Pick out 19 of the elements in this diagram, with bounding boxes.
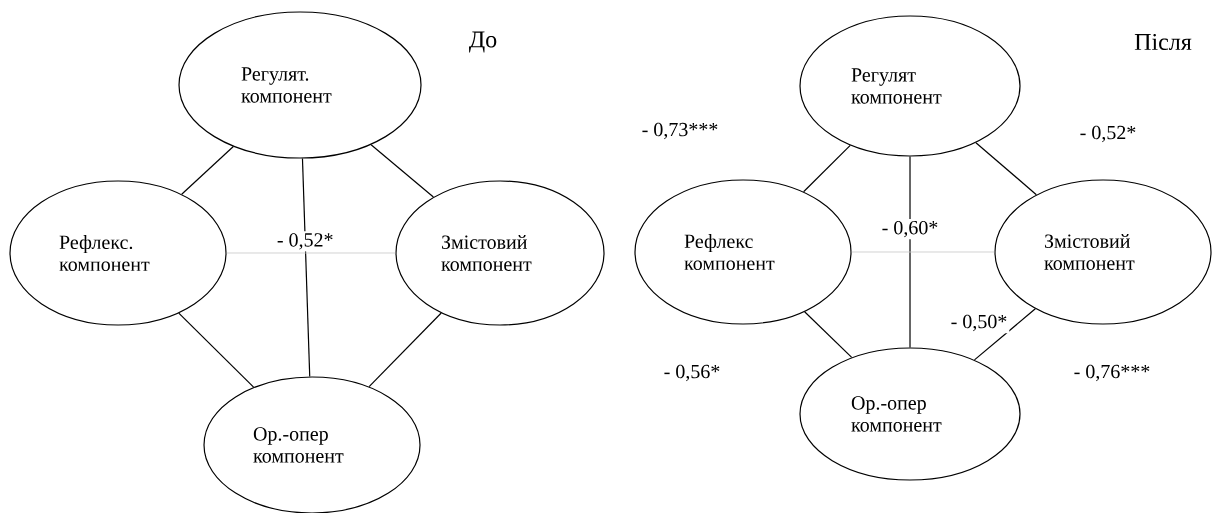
correlation-value: - 0,56*	[661, 362, 723, 384]
heading: До	[466, 29, 500, 55]
edge-label: - 0,60*	[879, 218, 941, 240]
connector-line	[975, 142, 1037, 196]
connector-line	[368, 312, 442, 388]
connector-line	[803, 144, 851, 193]
connector-line	[178, 312, 255, 388]
connector-line	[973, 308, 1036, 361]
connector-line	[181, 145, 234, 195]
edge-label: - 0,52*	[274, 231, 336, 252]
correlation-value: - 0,52*	[1077, 123, 1139, 145]
correlation-value: - 0,73***	[639, 120, 721, 142]
connector-line	[909, 156, 911, 348]
connector-line	[301, 158, 311, 377]
correlation-value: - 0,76***	[1071, 362, 1153, 384]
heading: Після	[1132, 31, 1194, 53]
connector-line	[804, 311, 853, 358]
connector-line	[370, 144, 434, 198]
correlation-value: - 0,50*	[948, 312, 1010, 334]
